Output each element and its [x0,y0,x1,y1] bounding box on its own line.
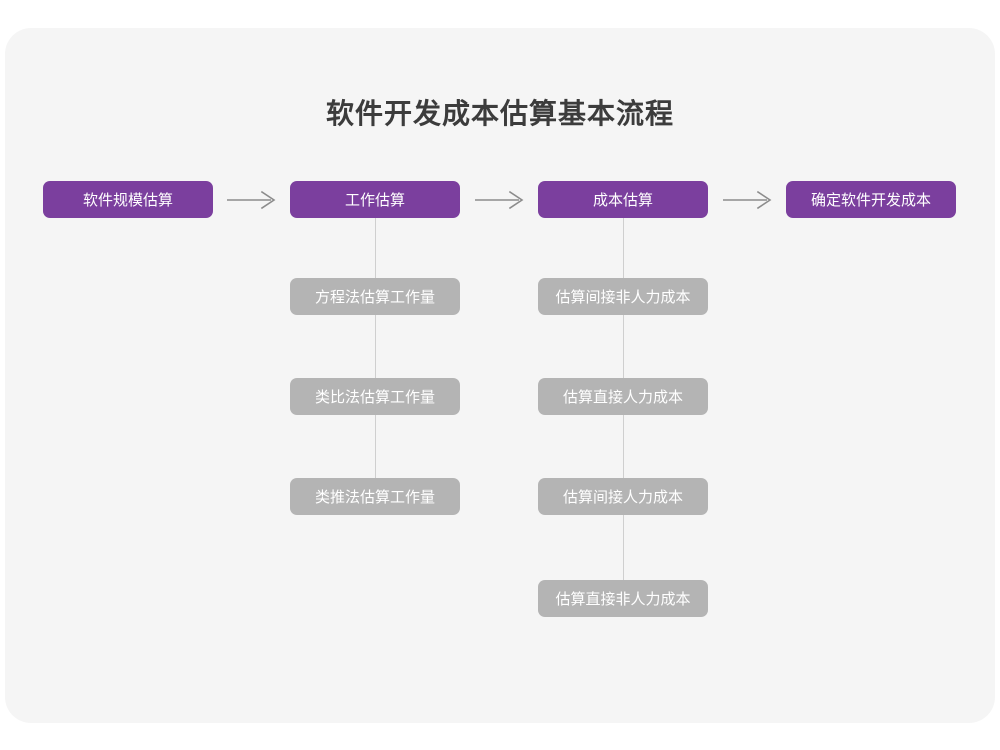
diagram-card [5,28,995,723]
flow-node-cost-estimation[interactable]: 成本估算 [538,181,708,218]
flow-node-determine-development-cost[interactable]: 确定软件开发成本 [786,181,956,218]
flow-node-indirect-labor-cost[interactable]: 估算间接人力成本 [538,478,708,515]
flow-node-inference-method-effort[interactable]: 类推法估算工作量 [290,478,460,515]
flow-node-effort-estimation[interactable]: 工作估算 [290,181,460,218]
flow-node-analogy-method-effort[interactable]: 类比法估算工作量 [290,378,460,415]
page-title: 软件开发成本估算基本流程 [325,98,674,129]
arrow-right-icon [226,188,280,212]
flow-node-software-scale-estimation[interactable]: 软件规模估算 [43,181,213,218]
flow-node-direct-labor-cost[interactable]: 估算直接人力成本 [538,378,708,415]
arrow-right-icon [474,188,528,212]
flow-node-indirect-nonlabor-cost[interactable]: 估算间接非人力成本 [538,278,708,315]
flow-node-direct-nonlabor-cost[interactable]: 估算直接非人力成本 [538,580,708,617]
arrow-right-icon [722,188,776,212]
connector-line-cost [623,214,624,616]
connector-line-effort [375,214,376,514]
flow-node-equation-method-effort[interactable]: 方程法估算工作量 [290,278,460,315]
